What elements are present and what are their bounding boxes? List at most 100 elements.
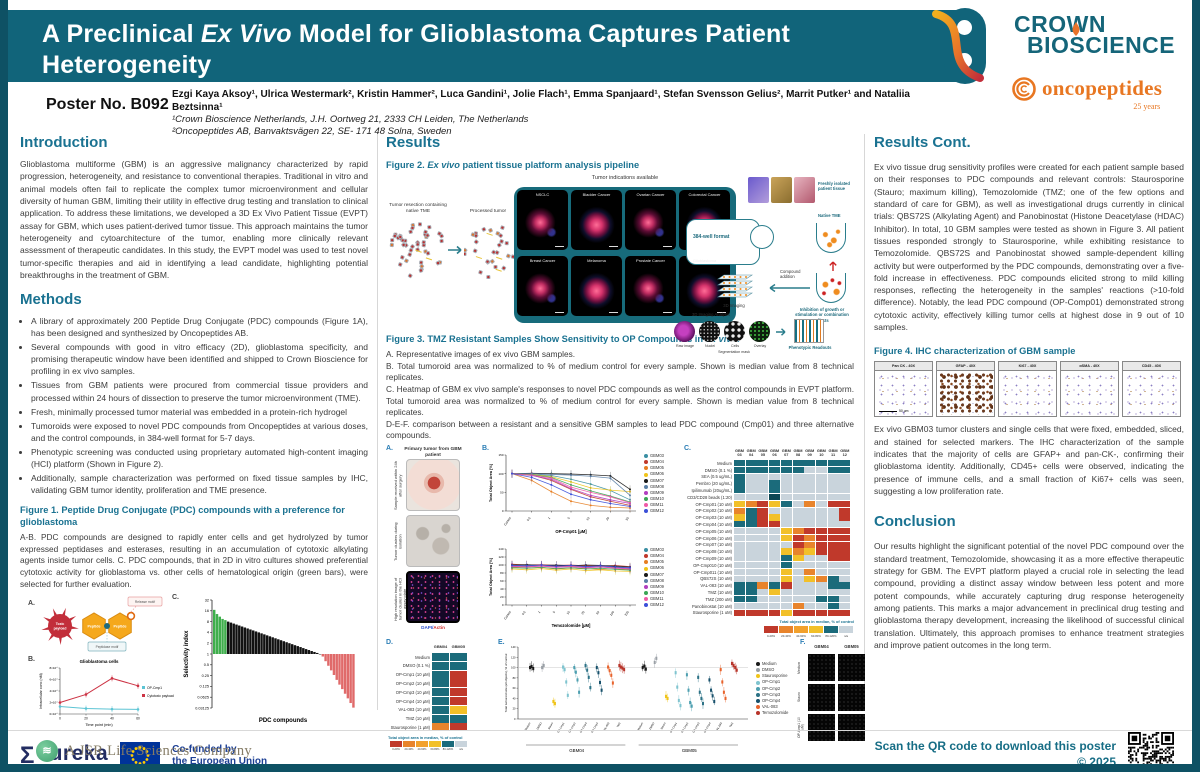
segmentation-label: Segmentation mask [718, 350, 750, 355]
heatmap-cell [745, 555, 757, 562]
heatmap-cell [815, 528, 827, 535]
title-pre: A Preclinical [42, 20, 201, 48]
svg-text:2×10⁴: 2×10⁴ [49, 701, 58, 705]
scatter-legend-swatch-icon [756, 674, 760, 679]
heatmap-cell [745, 507, 757, 514]
methods-bullet: Fresh, minimally processed tumor materia… [31, 406, 368, 418]
svg-text:Stauro: Stauro [659, 721, 667, 730]
heatmap-cell [827, 602, 839, 609]
pipeline-photo-1 [748, 177, 769, 204]
heatmap-cell [839, 473, 851, 480]
legend-tick: 0-20% [392, 748, 400, 752]
svg-text:100: 100 [609, 610, 615, 617]
heatmap-cell [769, 487, 781, 494]
heatmap-cell [757, 521, 769, 528]
author-list: Ezgi Kaya Aksoy¹, Ulrica Westermark², Kr… [172, 89, 910, 113]
tumor-indications-header: Tumor indications available [591, 175, 659, 182]
legend-item: GBM12 [644, 508, 664, 514]
legend-label: GBM11 [650, 596, 664, 602]
ihc-tile-image [1124, 372, 1179, 416]
legend-swatch [442, 741, 454, 748]
svg-text:OP-Cmp3: OP-Cmp3 [691, 721, 701, 733]
heatmap-cell [757, 480, 769, 487]
heatmapD-row-label: TMZ (10 µM) [405, 716, 430, 722]
legend-item: GBM06 [644, 471, 664, 477]
heatmap-cell [804, 589, 816, 596]
logo8-ribbon [932, 10, 984, 82]
scan-note: Scan the QR code to download this poster… [875, 738, 1116, 770]
heatmap-cell [815, 473, 827, 480]
heatmap-cell [734, 528, 745, 535]
heatmap-cell [839, 500, 851, 507]
cells-mask-circle [724, 321, 745, 343]
heatmap-cell [839, 534, 851, 541]
heatmap-cell [757, 494, 769, 501]
legend-item: GBM09 [644, 490, 664, 496]
scatter-legend-label: OP-Cmp2 [762, 685, 781, 691]
heatmap-row-label: OP-Cmp011 (10 uM) [693, 569, 732, 575]
scatter-legend-swatch-icon [756, 686, 760, 691]
svg-text:VAL-083: VAL-083 [715, 721, 724, 732]
heatmap-cell [804, 514, 816, 521]
svg-text:20: 20 [500, 595, 504, 599]
tile-label: Glioblastoma [692, 258, 717, 264]
heatmap-cell [757, 555, 769, 562]
svg-text:200: 200 [624, 610, 630, 617]
legend-item: GBM05 [644, 465, 664, 471]
svg-text:0: 0 [514, 717, 516, 721]
heatmap-cell [757, 596, 769, 603]
svg-text:60: 60 [500, 579, 504, 583]
heatmap-cell [839, 494, 851, 501]
f3f-col-label: GBM05 [844, 644, 859, 650]
legend-label: GBM06 [650, 471, 664, 477]
heatmap-cell [815, 460, 827, 467]
heatmap-cell [839, 555, 851, 562]
native-tme-label: Native TME [818, 213, 841, 219]
svg-text:Control: Control [503, 516, 512, 526]
svg-text:40: 40 [513, 696, 516, 700]
heatmap-row-label: Ipilimumab (20ug/mL) [691, 488, 733, 494]
heatmap-cell [804, 460, 816, 467]
heatmap-cell [792, 460, 804, 467]
heatmap-row-label: OP-Cmp07 (10 uM) [695, 542, 732, 548]
heatmap-row-label: DMSO (0.1 %) [704, 467, 732, 473]
heatmap-cell [827, 494, 839, 501]
figure3-heading-pre: Figure 3. TMZ Resistant Samples Show Sen… [386, 334, 706, 345]
native-tme-beaker-icon [816, 223, 846, 254]
heatmap-cell [827, 514, 839, 521]
legend-swatch-icon [644, 572, 648, 577]
heatmap-cell [734, 609, 745, 616]
heatmap-cell [827, 521, 839, 528]
ihc-tile-header: Ki67 - 40X [999, 362, 1056, 372]
heatmapD-row-label: OP-Cmp4 (10 µM) [395, 698, 430, 704]
legend-tick: 20-40% [404, 748, 414, 752]
scatter-legend-swatch-icon [756, 680, 760, 685]
legend-swatch [764, 626, 778, 634]
tile-label: Melanoma [587, 258, 606, 264]
legend-swatch [839, 626, 853, 634]
svg-text:Control: Control [503, 610, 512, 620]
svg-text:DMSO: DMSO [535, 722, 542, 731]
heatmap-cell [839, 507, 851, 514]
tile-label: Bladder Cancer [582, 192, 611, 198]
svg-text:Medium: Medium [636, 722, 644, 732]
heatmap-cell [792, 602, 804, 609]
heatmap-cell [757, 507, 769, 514]
jsr-label: A JSR Life Sciences Company [65, 742, 252, 759]
svg-text:120: 120 [511, 655, 516, 659]
scatter-legend-item: Temozolomide [756, 710, 788, 716]
jsr-logo: ≋ A JSR Life Sciences Company [36, 740, 252, 762]
heatmap-cell [815, 562, 827, 569]
column-middle: Results Figure 2. Ex vivo patient tissue… [386, 128, 865, 767]
tile-scalebar [555, 312, 564, 314]
heatmap-cell [734, 500, 745, 507]
tile-scalebar [663, 312, 672, 314]
arrow-down-icon [829, 261, 837, 272]
scatter-legend-swatch-icon [756, 711, 760, 716]
heatmap-cell [734, 473, 745, 480]
legend-swatch-icon [644, 490, 648, 495]
